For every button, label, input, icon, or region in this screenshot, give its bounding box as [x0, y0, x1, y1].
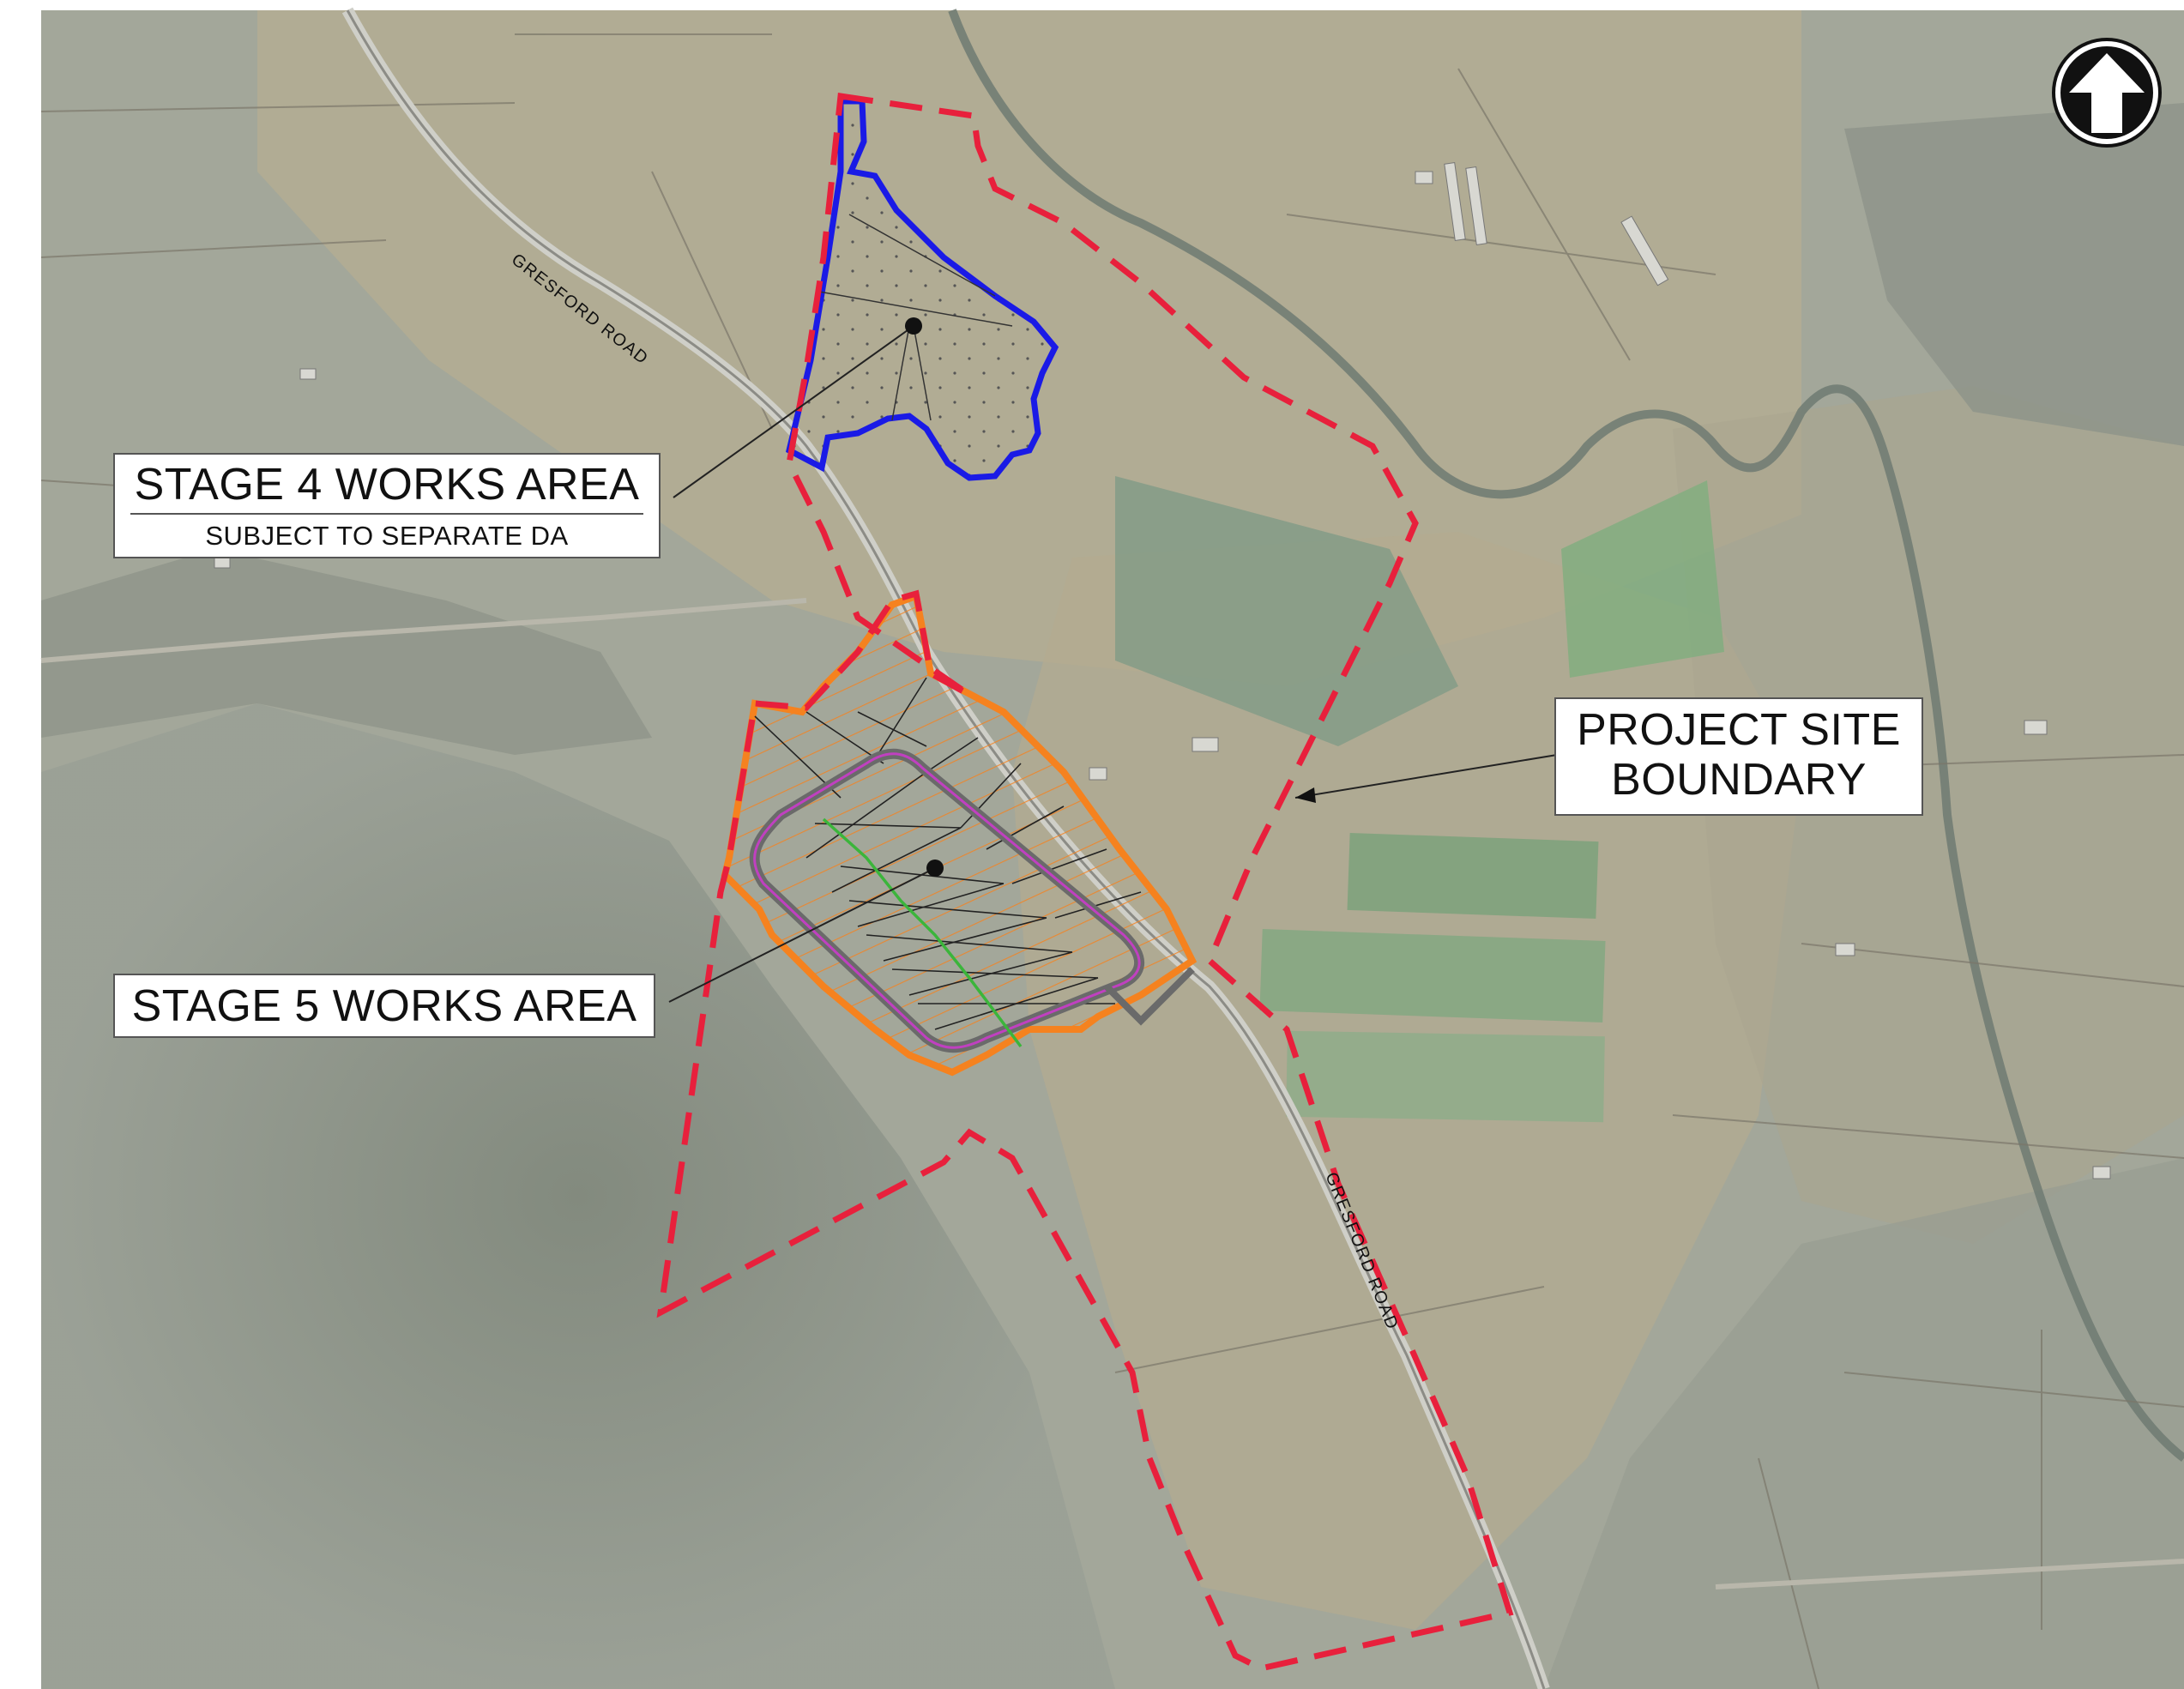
stage4-internal-lines [818, 214, 1013, 421]
stage5-label-title: STAGE 5 WORKS AREA [131, 981, 637, 1031]
stage4-works-area-label: STAGE 4 WORKS AREA SUBJECT TO SEPARATE D… [113, 453, 661, 558]
secondary-road-east [1715, 1559, 2184, 1589]
stage5-works-area-label: STAGE 5 WORKS AREA [113, 974, 655, 1038]
stage5-road-connection [1104, 967, 1195, 1026]
stage5-lot-grid [754, 677, 1142, 1030]
secondary-road-west [40, 598, 807, 663]
stage4-label-subtitle: SUBJECT TO SEPARATE DA [205, 521, 569, 551]
project-site-boundary-label: PROJECT SITE BOUNDARY [1554, 697, 1923, 816]
stage4-works-area [785, 98, 1059, 481]
project-label-line1: PROJECT SITE [1577, 705, 1901, 755]
stage5-internal-road-centreline [753, 752, 1141, 1049]
woodland-northeast [1844, 103, 2184, 446]
woodland-west [41, 549, 652, 755]
leader-lines [668, 325, 1558, 1003]
green-paddock-1 [1347, 832, 1599, 920]
stage4-label-divider [130, 513, 643, 515]
woodland-southeast [1544, 1158, 2184, 1689]
project-site-boundary [656, 93, 1514, 1672]
green-paddock-2 [1259, 929, 1606, 1022]
north-arrow-icon [2052, 38, 2162, 148]
project-label-line2: BOUNDARY [1611, 755, 1867, 805]
green-paddock-3 [1286, 1030, 1605, 1123]
river [948, 9, 2184, 1462]
project-leader-arrowhead [1295, 787, 1316, 803]
green-paddock-4 [1115, 476, 1458, 746]
stage5-leader-dot [926, 860, 944, 877]
woodland-southwest [41, 703, 1115, 1689]
stage4-label-title: STAGE 4 WORKS AREA [134, 460, 640, 510]
green-paddock-5 [1561, 480, 1724, 678]
stage4-leader-dot [905, 317, 922, 335]
drainage-line [822, 817, 1023, 1048]
grassland-east [1673, 386, 2184, 1244]
